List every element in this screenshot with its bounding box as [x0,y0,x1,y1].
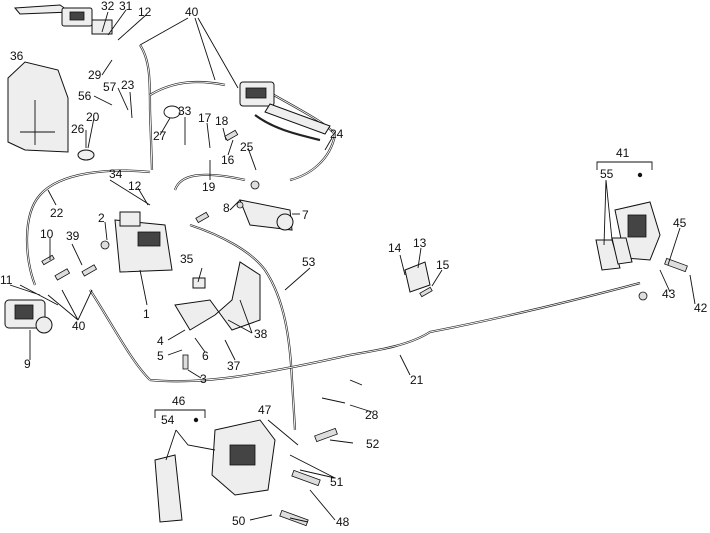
label-18: 18 [215,114,229,128]
front-master-cylinder [13,4,113,35]
rear-caliper-9 [4,299,53,334]
bracket-13 [404,261,431,293]
label-46: 46 [172,394,186,408]
label-4: 4 [157,334,164,348]
label-10: 10 [40,227,54,241]
label-41: 41 [616,146,630,160]
hose-right-master [254,114,321,142]
label-53: 53 [302,255,316,269]
label-17: 17 [198,111,212,125]
label-5: 5 [157,349,164,363]
label-38: 38 [254,327,268,341]
label-16: 16 [221,153,235,167]
label-50: 50 [232,514,246,528]
label-29: 29 [88,68,102,82]
label-15: 15 [436,258,450,272]
label-13: 13 [413,236,427,250]
front-caliper-41 [595,201,661,271]
label-20: 20 [86,110,100,124]
label-11: 11 [0,273,13,287]
label-34: 34 [109,167,123,181]
label-48: 48 [336,515,350,529]
label-27: 27 [153,129,167,143]
label-45: 45 [673,216,687,230]
label-21: 21 [410,373,424,387]
label-7: 7 [302,208,309,222]
rear-master-cylinder [239,81,331,135]
label-43: 43 [662,287,676,301]
label-40-bottom: 40 [72,319,86,333]
label-36: 36 [10,49,24,63]
label-35: 35 [180,252,194,266]
cover-36 [7,61,69,153]
label-55: 55 [600,167,614,181]
label-23: 23 [121,78,135,92]
label-1: 1 [143,307,150,321]
label-56: 56 [78,89,92,103]
label-52: 52 [366,437,380,451]
kit-brackets [154,161,653,423]
brake-lines [25,44,641,431]
spring-28 [321,379,363,404]
label-26: 26 [71,122,85,136]
bracket-37 [174,261,261,331]
label-3: 3 [200,372,207,386]
caliper-46 [154,419,276,523]
label-40-top: 40 [185,5,199,19]
label-12-mid: 12 [128,179,142,193]
label-25: 25 [240,140,254,154]
label-8: 8 [223,201,230,215]
leader-lines [9,9,696,523]
label-31: 31 [119,0,133,13]
valve-7 [239,199,294,231]
label-54: 54 [161,413,175,427]
label-22: 22 [50,206,64,220]
label-9: 9 [24,357,31,371]
cap-26 [77,149,95,161]
label-39: 39 [66,229,80,243]
ring-27 [163,105,181,119]
abs-module-1 [114,211,173,273]
pipe-21 [149,281,641,383]
hose-cross [149,80,226,96]
label-42: 42 [694,301,708,315]
label-33: 33 [178,104,192,118]
label-37: 37 [227,359,241,373]
label-51: 51 [330,475,344,489]
label-24: 24 [330,127,344,141]
label-28: 28 [365,408,379,422]
bolts [41,129,688,527]
label-12-top: 12 [138,5,152,19]
label-19: 19 [202,180,216,194]
label-32: 32 [101,0,115,13]
label-2: 2 [98,211,105,225]
label-14: 14 [388,241,402,255]
label-6: 6 [202,349,209,363]
label-47: 47 [258,403,272,417]
label-57: 57 [103,80,117,94]
